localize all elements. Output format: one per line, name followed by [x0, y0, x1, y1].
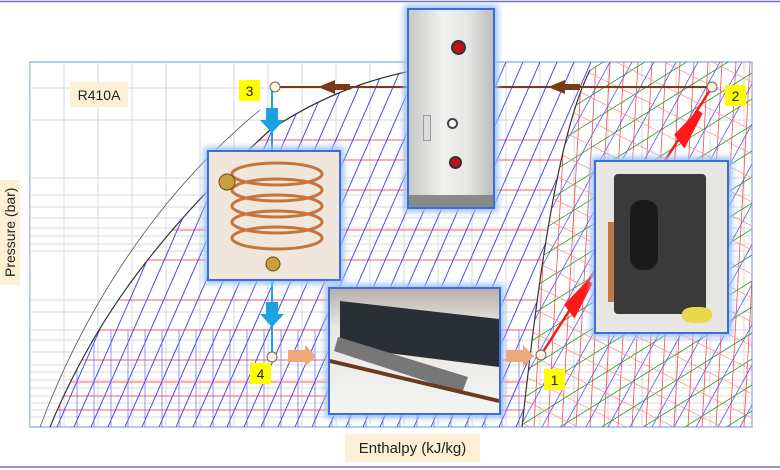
grid-line: [522, 62, 655, 427]
grid-line: [642, 358, 752, 427]
saturated-vapor-line: [521, 69, 591, 427]
grid-line: [743, 280, 752, 427]
compressor-body: [614, 174, 706, 314]
grid-line: [567, 62, 752, 155]
solar-collector-photo: [328, 287, 501, 415]
state-point-3: [269, 81, 281, 93]
grid-line: [522, 62, 677, 427]
state-point-2: [706, 81, 718, 93]
copper-pipe: [608, 222, 614, 302]
state-label-3: 3: [239, 80, 260, 101]
y-axis-label: Pressure (bar): [0, 180, 20, 285]
grid-line: [522, 349, 675, 427]
compressor-shell: [630, 200, 658, 270]
grid-line: [522, 325, 723, 427]
grid-line: [260, 62, 422, 427]
grid-line: [739, 404, 752, 427]
grid-line: [522, 373, 627, 427]
condensation-arrow-left: [318, 80, 350, 94]
collector-drawing: [330, 301, 499, 403]
grid-line: [711, 62, 752, 83]
grid-line: [717, 364, 752, 427]
grid-line: [615, 62, 752, 131]
storage-tank-photo: [407, 8, 495, 209]
condensation-arrow-right: [548, 80, 580, 94]
grid-line: [684, 384, 752, 427]
expansion-arrow-top: [260, 108, 284, 133]
grid-line: [522, 72, 752, 219]
expansion-arrow-bottom: [260, 302, 284, 327]
grid-line: [601, 332, 752, 427]
yellow-cable: [682, 307, 712, 323]
grid-line: [522, 397, 579, 427]
grid-line: [561, 62, 583, 427]
grid-line: [651, 244, 752, 427]
compression-arrow-lower: [564, 279, 593, 319]
grid-line: [522, 301, 752, 419]
state-point-4: [266, 351, 278, 363]
state-label-2: 2: [725, 85, 746, 106]
tank-red-valve-top: [451, 40, 466, 55]
compression-arrow-upper: [674, 109, 703, 149]
state-label-1: 1: [544, 369, 565, 390]
quality-line: [39, 109, 261, 427]
compressor-photo: [594, 160, 729, 334]
grid-line: [575, 62, 597, 427]
grid-line: [673, 284, 752, 427]
evaporation-arrow-in: [288, 345, 316, 367]
tank-port: [447, 118, 458, 129]
tank-base: [409, 195, 493, 207]
grid-line: [522, 421, 531, 427]
coil-drawing: [218, 161, 324, 272]
evaporation-arrow-out: [506, 345, 534, 367]
state-point-1: [535, 349, 547, 361]
refrigerant-label: R410A: [70, 82, 128, 107]
capillary-coil-photo: [207, 150, 341, 281]
state-label-4: 4: [250, 363, 271, 384]
grid-line: [522, 62, 611, 427]
grid-line: [522, 277, 752, 395]
tank-panel: [423, 115, 431, 141]
grid-line: [729, 62, 751, 427]
tank-red-valve-bottom: [449, 156, 462, 169]
x-axis-label: Enthalpy (kJ/kg): [345, 434, 480, 462]
grid-line: [695, 324, 752, 427]
